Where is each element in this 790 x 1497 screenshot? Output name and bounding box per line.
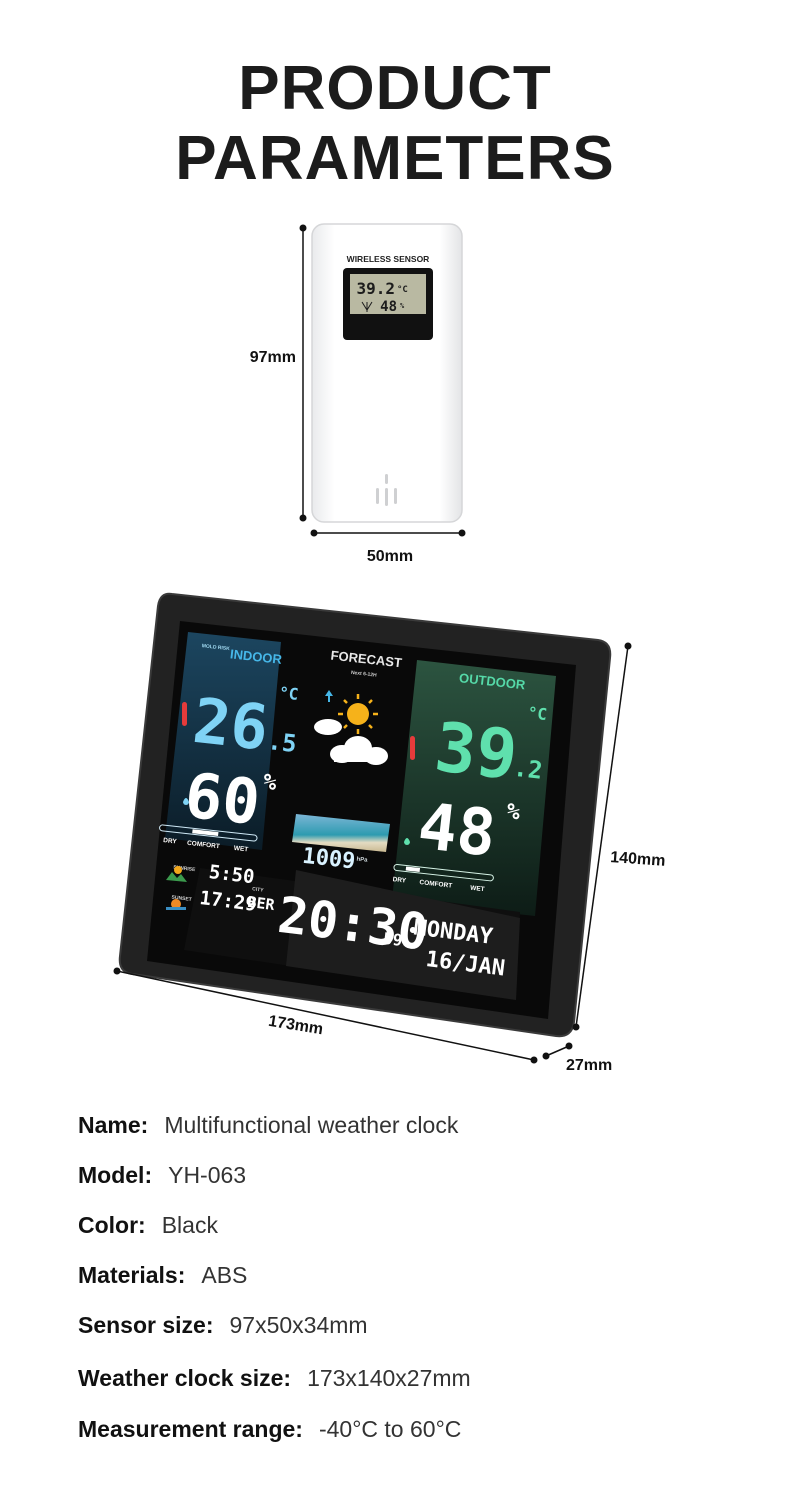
sunrise-label: SUNRISE (173, 865, 196, 874)
sensor-width-dimension: 50mm (310, 529, 466, 565)
antenna-icon (361, 301, 373, 312)
spec-row-materials: Materials: ABS (78, 1262, 247, 1289)
spec-row-model: Model: YH-063 (78, 1162, 246, 1189)
clock-seconds: 59 (382, 929, 403, 950)
sensor-temp-unit: °C (397, 285, 408, 295)
pressure-value: 1009 (301, 844, 356, 875)
indoor-hum-unit: % (262, 770, 279, 796)
spec-key: Materials: (78, 1262, 186, 1288)
sensor-width-label: 50mm (367, 548, 413, 565)
spec-key: Measurement range: (78, 1416, 303, 1442)
outdoor-scale-comfort: COMFORT (419, 879, 452, 890)
indoor-temperature: 26 (190, 684, 272, 765)
indoor-panel (165, 632, 281, 850)
spec-key: Name: (78, 1112, 149, 1138)
sensor-lcd (350, 274, 426, 314)
trend-up-icon (325, 690, 333, 702)
sensor-temperature: 39.2 (356, 279, 395, 298)
outdoor-label: OUTDOOR (458, 670, 526, 692)
spec-value: YH-063 (168, 1162, 247, 1188)
clock-width-label: 173mm (267, 1013, 324, 1038)
indoor-scale-wet: WET (233, 845, 248, 854)
indoor-humidity: 60 (181, 758, 263, 839)
weather-clock: MOLD RISK INDOOR 26 .5 °C 60 % DRY COMFO… (118, 592, 612, 1038)
outdoor-water-drop-icon (404, 838, 410, 845)
water-drop-icon (183, 798, 189, 805)
cloud-icon (314, 719, 388, 765)
spec-row-clock-size: Weather clock size: 173x140x27mm (78, 1365, 471, 1392)
page-title-line1: PRODUCT (238, 54, 552, 123)
spec-row-measurement-range: Measurement range: -40°C to 60°C (78, 1416, 461, 1443)
sensor-humidity: 48 (380, 299, 397, 315)
indoor-label: INDOOR (229, 646, 283, 667)
outdoor-panel (392, 660, 556, 916)
outdoor-humidity: 48 (415, 790, 500, 872)
spec-row-color: Color: Black (78, 1212, 218, 1239)
product-illustration: WIRELESS SENSOR 39.2 °C 48 % 97mm 50mm (113, 223, 666, 1074)
thermometer-icon (182, 702, 187, 726)
sunrise-icon (166, 866, 187, 882)
clock-depth-dimension: 27mm (542, 1042, 612, 1074)
spec-row-sensor-size: Sensor size: 97x50x34mm (78, 1312, 368, 1339)
indoor-temp-unit: °C (278, 683, 299, 704)
forecast-sub-label: Next 6-12H (351, 670, 378, 679)
clock-height-dimension: 140mm (572, 642, 666, 1031)
indoor-scale-comfort: COMFORT (187, 840, 220, 851)
spec-value: 173x140x27mm (307, 1365, 471, 1391)
outdoor-temperature: 39 (431, 708, 521, 796)
sensor-label: WIRELESS SENSOR (347, 254, 430, 264)
outdoor-scale-wet: WET (470, 885, 485, 894)
outdoor-temp-unit: °C (527, 703, 548, 724)
indoor-temperature-decimal: .5 (266, 727, 298, 758)
outdoor-hum-unit: % (505, 799, 522, 825)
pressure-unit: hPa (356, 857, 368, 864)
wireless-sensor: WIRELESS SENSOR 39.2 °C 48 % (311, 223, 463, 523)
spec-key: Weather clock size: (78, 1365, 292, 1391)
sunset-icon (166, 899, 186, 910)
spec-key: Sensor size: (78, 1312, 214, 1338)
mold-risk-label: MOLD RISK (201, 643, 230, 652)
outdoor-thermometer-icon (410, 736, 415, 760)
indoor-scale-dry: DRY (163, 837, 178, 846)
spec-value: -40°C to 60°C (318, 1416, 462, 1442)
sensor-height-dimension: 97mm (250, 224, 307, 522)
spec-key: Color: (78, 1212, 146, 1238)
outdoor-temperature-decimal: .2 (512, 754, 544, 785)
spec-row-name: Name: Multifunctional weather clock (78, 1112, 458, 1139)
spec-key: Model: (78, 1162, 153, 1188)
spec-value: Black (161, 1212, 218, 1238)
sensor-height-label: 97mm (250, 349, 296, 366)
spec-value: ABS (201, 1262, 248, 1288)
sun-icon (338, 694, 378, 734)
outdoor-scale-dry: DRY (392, 876, 407, 885)
spec-value: 97x50x34mm (229, 1312, 368, 1338)
sensor-hum-unit: % (400, 302, 405, 310)
spec-value: Multifunctional weather clock (164, 1112, 459, 1138)
sunset-label: SUNSET (171, 895, 192, 903)
forecast-scene (292, 814, 390, 852)
clock-height-label: 140mm (610, 849, 666, 870)
city-label: CITY (252, 886, 265, 893)
clock-depth-label: 27mm (566, 1057, 612, 1074)
city-code: BER (247, 893, 277, 914)
page-title-line2: PARAMETERS (175, 124, 615, 193)
